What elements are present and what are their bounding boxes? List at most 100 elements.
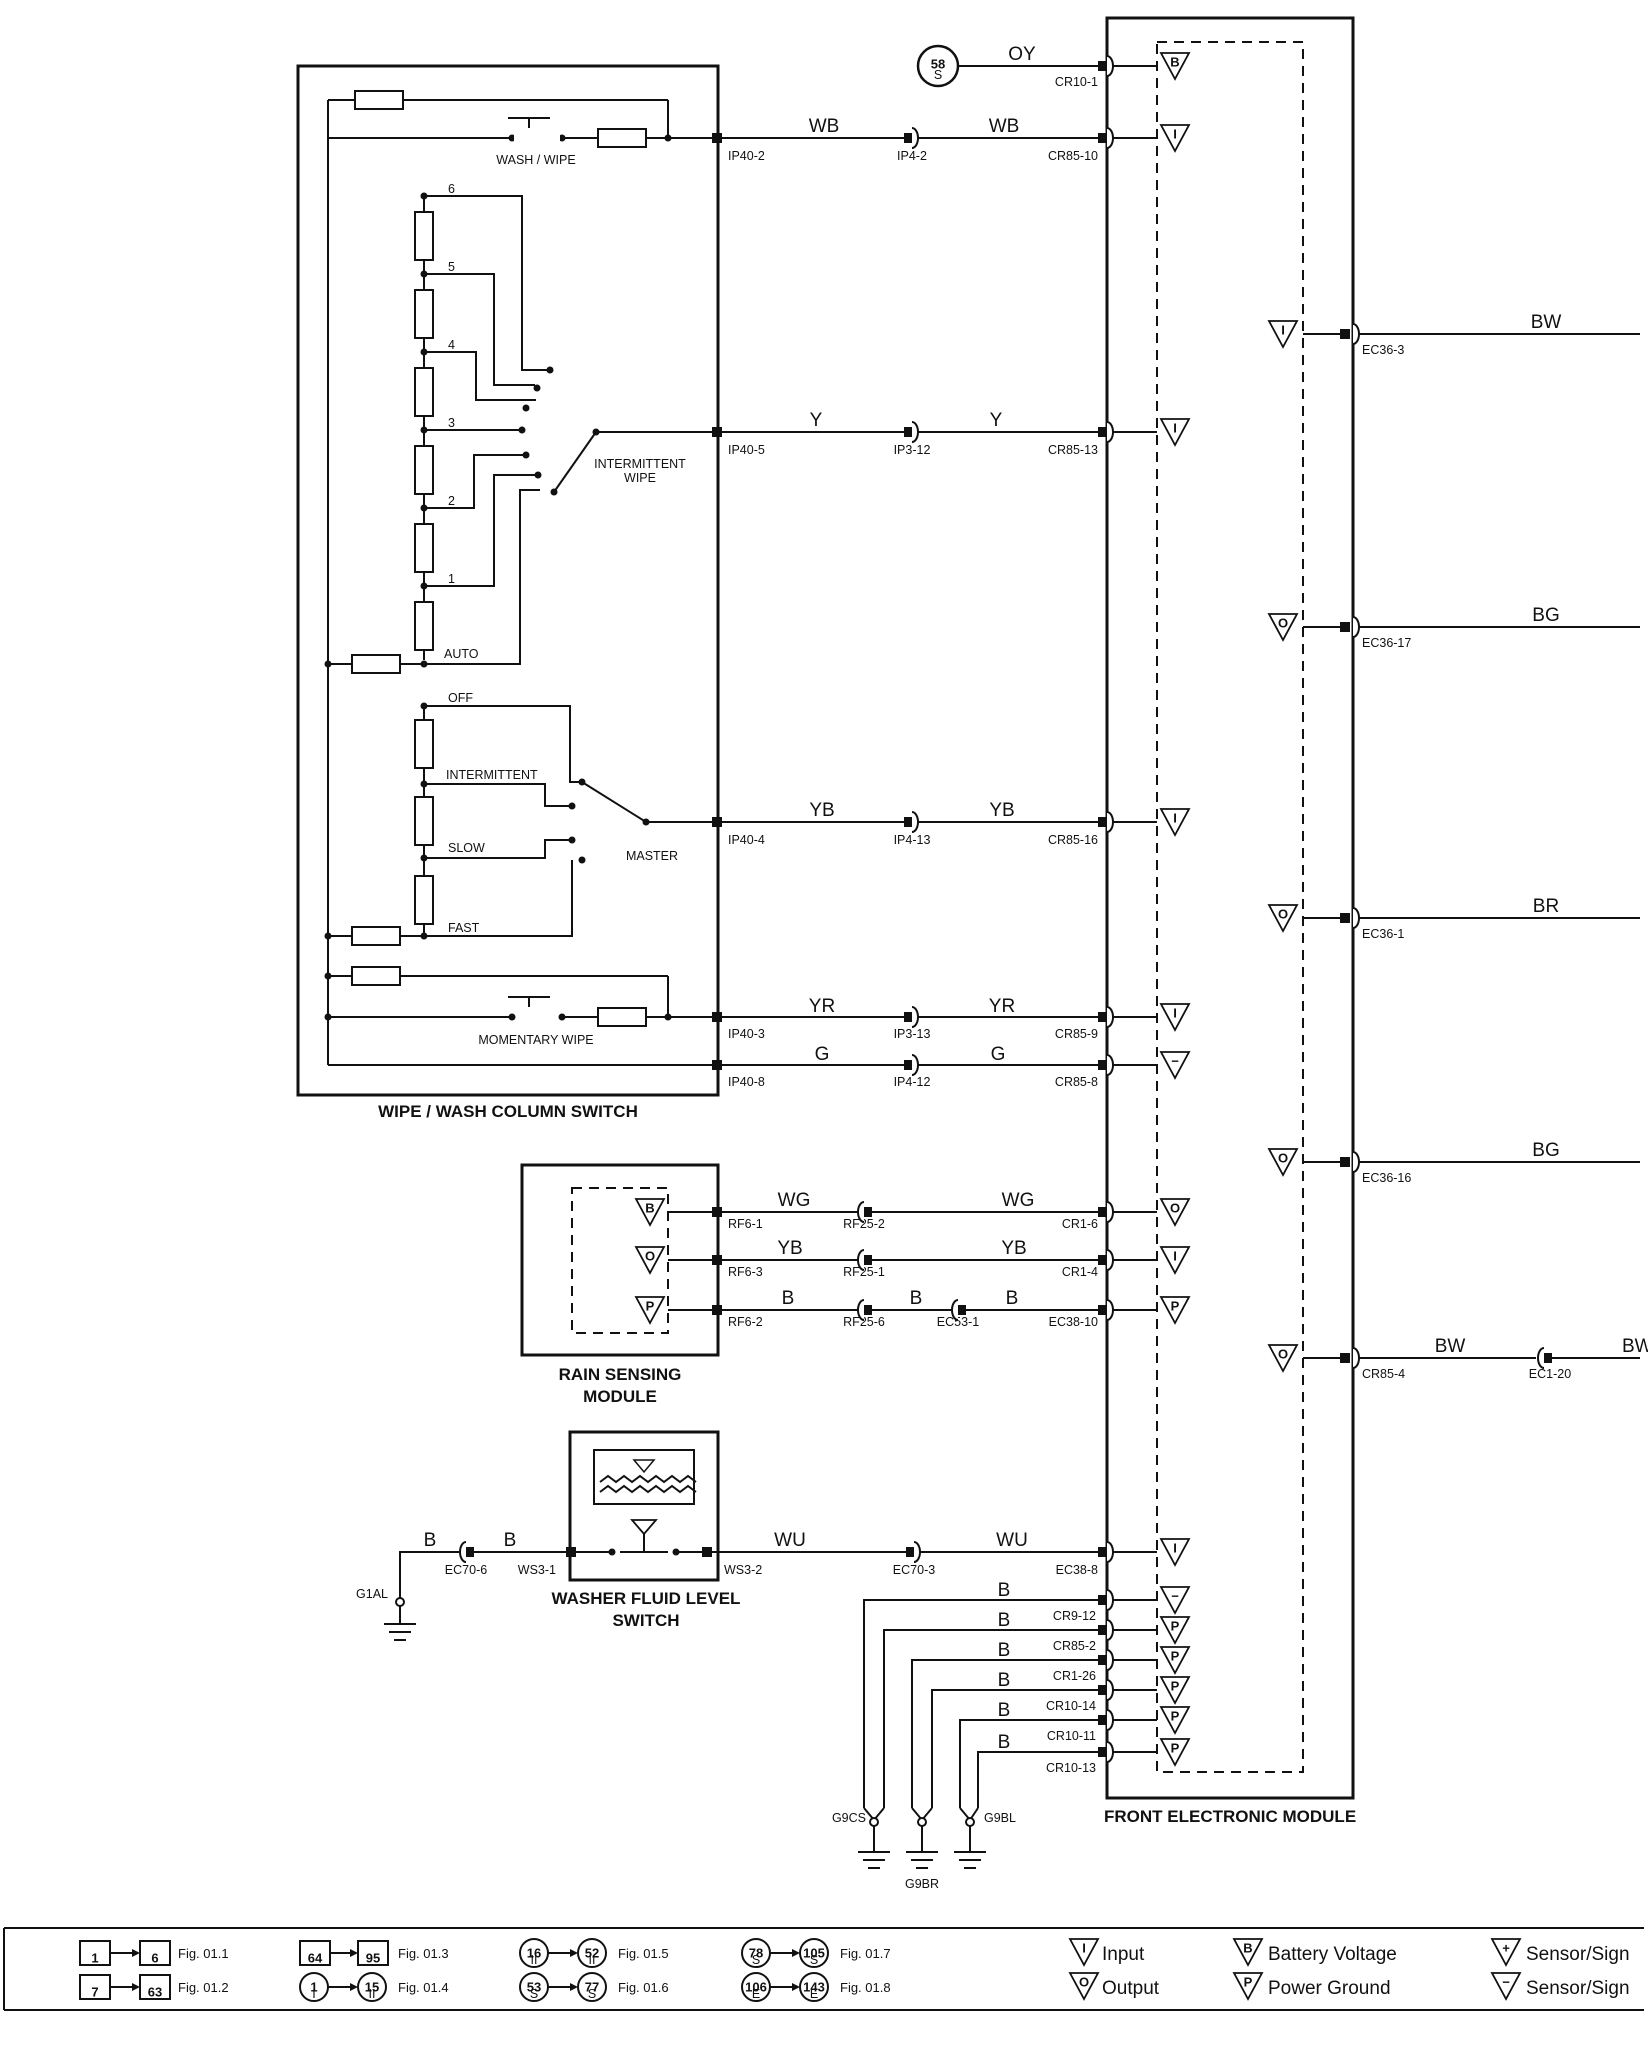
front-electronic-module: FRONT ELECTRONIC MODULE xyxy=(1104,16,1356,1826)
legend-symbol-label: Battery Voltage xyxy=(1268,1944,1397,1965)
symbol-glyph: O xyxy=(1278,616,1288,631)
connector-label: IP4-13 xyxy=(894,833,931,847)
connector-label: IP4-12 xyxy=(894,1075,931,1089)
legend-fig-label: Fig. 01.6 xyxy=(618,1980,669,1995)
connector-label: RF25-2 xyxy=(843,1217,885,1231)
connector-label: CR9-12 xyxy=(1053,1609,1096,1623)
wire-label: B xyxy=(424,1530,437,1551)
connector-label: CR85-13 xyxy=(1048,443,1098,457)
connector-label: IP40-4 xyxy=(728,833,765,847)
connector-label: RF6-1 xyxy=(728,1217,763,1231)
resistor xyxy=(597,128,647,148)
legend-symbol-label: Output xyxy=(1102,1978,1160,1999)
symbol-glyph: I xyxy=(1281,323,1285,338)
symbol-glyph: − xyxy=(1171,1054,1179,1069)
legend-from-sub: E xyxy=(752,1987,760,2001)
legend-from-sub: I xyxy=(312,1987,315,2001)
connector-label: RF6-3 xyxy=(728,1265,763,1279)
connector-label: EC1-20 xyxy=(1529,1367,1571,1381)
wire-label: G xyxy=(815,1044,830,1065)
connector-label: EC70-6 xyxy=(445,1563,487,1577)
pos-label: 5 xyxy=(448,260,455,274)
legend-from-sub: S xyxy=(752,1953,760,1967)
legend-glyph: P xyxy=(1244,1975,1253,1990)
wire-label: B xyxy=(1006,1288,1019,1309)
signal-wires: 58 S OY CR10-1 WB WB IP40-2 IP4-2 CR85-1… xyxy=(712,44,1107,1089)
legend-symbol-battery: B Battery Voltage xyxy=(1233,1938,1397,1966)
symbol-glyph: I xyxy=(1173,1249,1177,1264)
symbol-glyph: O xyxy=(1278,1347,1288,1362)
symbol-glyph: P xyxy=(646,1299,655,1314)
inline-connectors xyxy=(911,127,919,1076)
wire-label: Y xyxy=(990,410,1003,431)
connector-label: EC53-1 xyxy=(937,1315,979,1329)
legend-glyph: B xyxy=(1243,1941,1252,1956)
connector-label: WS3-2 xyxy=(724,1563,762,1577)
legend-to: 143 xyxy=(803,1980,825,1995)
fem-left-pins: B I I I I − O I P I − P P P P P xyxy=(712,52,1190,1766)
legend: 1 6 Fig. 01.1 7 63 Fig. 01.2 64 95 Fig. … xyxy=(3,1927,1644,2011)
symbol-glyph: I xyxy=(1173,127,1177,142)
legend-to: 52 xyxy=(585,1946,599,1961)
wire-label: YB xyxy=(989,800,1014,821)
legend-from: 1 xyxy=(310,1980,317,1995)
symbol-glyph: P xyxy=(1171,1649,1180,1664)
connector-label: EC36-16 xyxy=(1362,1171,1411,1185)
legend-to-sub: E xyxy=(810,1987,818,2001)
wire-label: BG xyxy=(1532,1140,1559,1161)
legend-glyph: + xyxy=(1502,1941,1510,1956)
mode-label: FAST xyxy=(448,921,480,935)
ground-label: G9BL xyxy=(984,1811,1016,1825)
legend-to: 105 xyxy=(803,1946,825,1961)
symbol-glyph: O xyxy=(645,1249,655,1264)
legend-fig-8: 106 E 143 E Fig. 01.8 xyxy=(741,1972,891,2002)
legend-fig-label: Fig. 01.4 xyxy=(398,1980,449,1995)
legend-fig-4: 1 I 15 II Fig. 01.4 xyxy=(299,1972,449,2002)
legend-glyph: O xyxy=(1079,1975,1089,1990)
switch-title: WIPE / WASH COLUMN SWITCH xyxy=(378,1102,638,1121)
wire-label: B xyxy=(504,1530,517,1551)
wire-label: YB xyxy=(777,1238,802,1259)
wire-label: BW xyxy=(1622,1336,1648,1357)
legend-symbol-sensor-neg: − Sensor/Sign xyxy=(1491,1972,1630,2000)
ground-label: G9BR xyxy=(905,1877,939,1891)
connector-label: EC36-1 xyxy=(1362,927,1404,941)
symbol-glyph: O xyxy=(1278,1151,1288,1166)
connector-label: IP40-3 xyxy=(728,1027,765,1041)
wire-label: WG xyxy=(1002,1190,1035,1211)
connector-label: CR1-6 xyxy=(1062,1217,1098,1231)
legend-from: 16 xyxy=(527,1946,541,1961)
pos-label: 2 xyxy=(448,494,455,508)
connector-label: CR10-11 xyxy=(1047,1729,1096,1743)
wire-label: B xyxy=(998,1670,1011,1691)
symbol-glyph: O xyxy=(1278,907,1288,922)
symbol-glyph: I xyxy=(1173,811,1177,826)
legend-glyph: − xyxy=(1502,1975,1510,1990)
legend-symbol-label: Sensor/Sign xyxy=(1526,1944,1630,1965)
wipe-wash-column-switch: WIPE / WASH COLUMN SWITCH WASH / WIPE xyxy=(296,64,720,1121)
wire-label: WU xyxy=(774,1530,806,1551)
wire-label: YB xyxy=(809,800,834,821)
connector-label: IP40-8 xyxy=(728,1075,765,1089)
symbol-glyph: P xyxy=(1171,1709,1180,1724)
connector-label: IP40-2 xyxy=(728,149,765,163)
wire-label: BW xyxy=(1531,312,1562,333)
symbol-glyph: B xyxy=(645,1201,654,1216)
connector-label: EC38-10 xyxy=(1049,1315,1098,1329)
pos-label: 3 xyxy=(448,416,455,430)
connector-label: IP3-12 xyxy=(894,443,931,457)
connector-label: WS3-1 xyxy=(518,1563,556,1577)
connector-label: CR85-9 xyxy=(1055,1027,1098,1041)
legend-to-sub: S xyxy=(810,1953,818,1967)
legend-from: 64 xyxy=(308,1951,323,1966)
legend-to: 63 xyxy=(148,1985,162,2000)
symbol-glyph: P xyxy=(1171,1299,1180,1314)
symbol-glyph: − xyxy=(1171,1589,1179,1604)
legend-to: 15 xyxy=(365,1980,379,1995)
legend-fig-label: Fig. 01.3 xyxy=(398,1946,449,1961)
wire-label: B xyxy=(998,1732,1011,1753)
wire-label: B xyxy=(998,1580,1011,1601)
symbol-glyph: P xyxy=(1171,1741,1180,1756)
legend-fig-5: 16 II 52 II Fig. 01.5 xyxy=(519,1938,669,1968)
